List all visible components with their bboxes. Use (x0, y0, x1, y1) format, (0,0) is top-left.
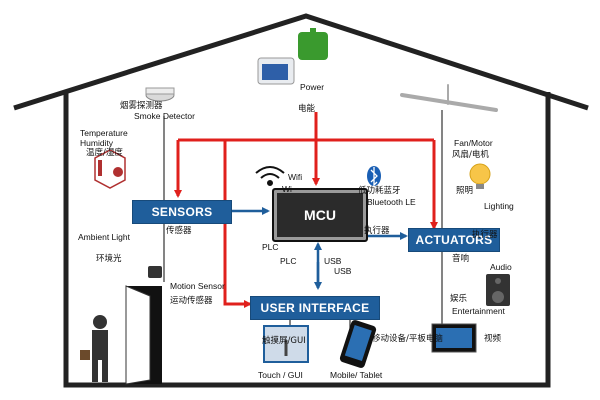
wifi-icon (255, 166, 285, 186)
motion-sensor-label: Motion Sensor (170, 281, 225, 291)
touch-label: Touch / GUI (258, 370, 303, 380)
actuators-label-cn: 执行器 (472, 230, 498, 240)
audio-label: Audio (490, 262, 512, 272)
smoke-label-cn: 烟雾探测器 (120, 101, 163, 111)
wifi-label-cn: Wi (282, 184, 292, 194)
thermometer-icon (94, 149, 126, 189)
ambient-light-label-cn: 环境光 (96, 254, 122, 264)
person-icon (80, 315, 108, 382)
bluetooth-label: Bluetooth LE (367, 197, 416, 207)
lighting-label-cn: 照明 (456, 186, 474, 196)
power-wires (174, 112, 438, 308)
lightbulb-icon (469, 163, 491, 189)
bluetooth-icon (367, 166, 381, 187)
mcu-label: MCU (304, 207, 336, 223)
speaker-icon (486, 274, 510, 306)
door-icon (125, 285, 162, 385)
fan-label-cn: 风扇/电机 (452, 150, 489, 160)
sensors-title: SENSORS (151, 205, 213, 219)
temperature-label-cn: 温度/湿度 (86, 148, 123, 158)
smoke-detector-icon (145, 87, 175, 102)
user-interface-box: USER INTERFACE (250, 296, 380, 320)
phone-icon (339, 320, 377, 368)
user-interface-title: USER INTERFACE (260, 301, 370, 315)
thin-connectors (163, 110, 443, 330)
sensors-label-cn: 传感器 (166, 226, 192, 236)
touch-panel-icon (263, 325, 309, 363)
bluetooth-label-cn: 低功耗蓝牙 (358, 186, 401, 196)
actuators-box: ACTUATORS (408, 228, 500, 252)
plc-label-2: PLC (280, 256, 297, 266)
touch-label-cn: 触摸屏/GUI (262, 336, 306, 346)
usb-label-2: USB (334, 266, 352, 276)
power-icon (257, 28, 328, 85)
ambient-light-label: Ambient Light (78, 232, 130, 242)
actuators-title: ACTUATORS (415, 233, 493, 247)
fan-label: Fan/Motor (454, 138, 493, 148)
mcu-chip: MCU (272, 188, 368, 242)
lighting-label: Lighting (484, 201, 514, 211)
motion-sensor-label-cn: 运动传感器 (170, 296, 213, 306)
usb-label: USB (324, 256, 342, 266)
audio-label-cn: 音响 (452, 254, 470, 264)
tv-icon (431, 323, 477, 353)
tv-label-cn: 视频 (484, 334, 502, 344)
power-label-cn: 电能 (298, 104, 316, 114)
entertainment-label-cn: 娱乐 (450, 294, 468, 304)
wifi-label: Wifi (288, 172, 303, 182)
entertainment-label: Entertainment (452, 306, 505, 316)
smoke-label: Smoke Detector (134, 111, 195, 121)
motion-sensor-icon (148, 266, 162, 278)
power-label: Power (300, 82, 325, 92)
fan-icon (400, 84, 498, 112)
temperature-label: Temperature Humidity (80, 128, 128, 148)
sensors-box: SENSORS (132, 200, 232, 224)
mobile-label: Mobile/ Tablet (330, 370, 383, 380)
actuator-connector-label-cn: 执行器 (364, 226, 390, 236)
signal-wires (230, 207, 408, 290)
mobile-label-cn: 移动设备/平板电脑 (372, 334, 443, 344)
house-outline (13, 13, 589, 388)
plc-label: PLC (262, 242, 279, 252)
